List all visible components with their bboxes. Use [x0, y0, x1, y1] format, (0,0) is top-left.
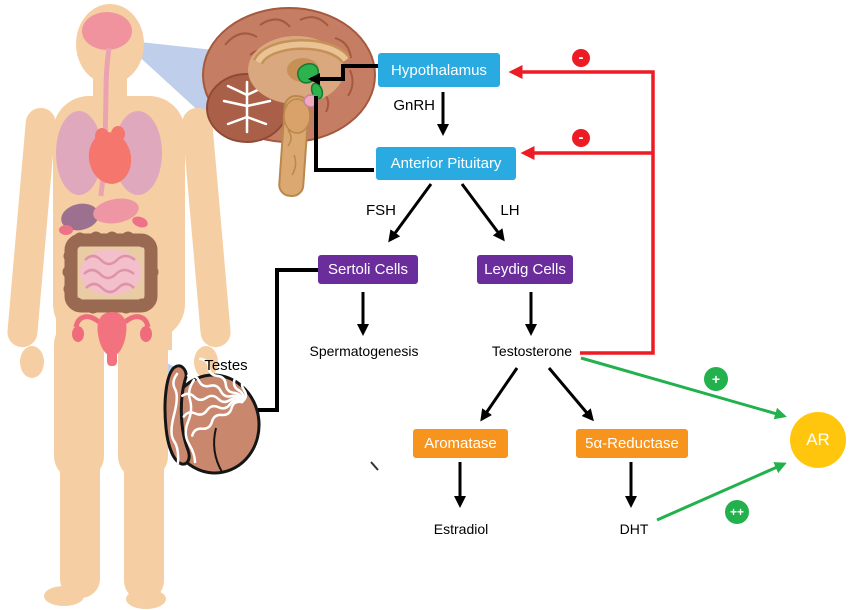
node-aromatase-label: Aromatase — [424, 435, 497, 452]
brain-illustration — [202, 7, 376, 197]
arrow-lh — [460, 183, 505, 242]
stimulation-arrows — [580, 356, 787, 522]
body-left-arm — [7, 107, 56, 348]
body-spleen — [132, 216, 148, 228]
label-testosterone: Testosterone — [491, 343, 573, 359]
connector-pituitary-to-box — [314, 96, 374, 172]
organ-left-tube — [73, 314, 101, 328]
arrow-testosterone-ar — [580, 356, 787, 420]
label-fsh: FSH — [366, 202, 396, 219]
brainstem-line — [291, 154, 297, 176]
brain-pons — [283, 98, 311, 134]
body-esophagus — [98, 47, 112, 197]
node-reductase: 5α-Reductase — [576, 429, 688, 458]
connector-sertoli-to-testis — [258, 268, 318, 412]
testis-lobe-crease — [213, 427, 223, 473]
testis-illustration — [163, 355, 379, 475]
body-stomach — [93, 198, 139, 224]
label-gnrh: GnRH — [393, 97, 435, 114]
body-left-thigh — [54, 320, 104, 480]
negative-sign-badge: - — [572, 129, 590, 147]
colon-haustra — [62, 231, 159, 314]
node-hypothalamus-label: Hypothalamus — [391, 61, 487, 79]
arrow-dht-ar — [656, 462, 787, 522]
seminiferous-tubules — [170, 355, 250, 465]
node-aromatase: Aromatase — [413, 429, 508, 458]
label-estradiol: Estradiol — [433, 521, 489, 537]
label-dht: DHT — [619, 521, 649, 537]
node-sertoli-cells: Sertoli Cells — [318, 255, 418, 284]
epididymis — [163, 364, 191, 466]
body-left-hand — [20, 346, 44, 378]
body-left-foot — [44, 586, 84, 606]
organ-right-tube — [123, 314, 151, 328]
body-left-calf — [60, 450, 100, 598]
node-anterior-pituitary-label: Anterior Pituitary — [390, 155, 502, 172]
node-anterior-pituitary: Anterior Pituitary — [376, 147, 516, 180]
arrow-testosterone-aromatase — [480, 367, 519, 422]
body-large-intestine — [62, 231, 159, 314]
zoom-cone-head-to-brain — [121, 40, 232, 116]
node-androgen-receptor: AR — [790, 412, 846, 468]
brain-corpus-callosum-core — [255, 41, 349, 64]
negative-feedback-arrows — [508, 65, 655, 355]
body-liver — [61, 203, 99, 231]
organ-canal — [107, 350, 117, 366]
label-spermatogenesis: Spermatogenesis — [309, 343, 419, 359]
organ-left-gonad — [72, 326, 84, 342]
brainstem-line — [287, 129, 292, 147]
body-left-lung — [56, 111, 102, 195]
node-ar-label: AR — [806, 430, 830, 449]
body-reproductive-organ — [72, 312, 152, 366]
label-testes: Testes — [204, 357, 248, 374]
flow-arrows — [357, 92, 637, 508]
body-right-thigh — [118, 320, 168, 480]
node-leydig-label: Leydig Cells — [484, 261, 566, 278]
body-heart — [88, 132, 132, 184]
arrow-testosterone-reductase — [547, 367, 594, 422]
double-positive-sign-badge: ++ — [725, 500, 749, 524]
body-gallbladder — [59, 225, 73, 235]
body-right-calf — [124, 450, 164, 600]
positive-sign-badge: + — [704, 367, 728, 391]
node-leydig-cells: Leydig Cells — [477, 255, 573, 284]
organ-body — [97, 312, 127, 356]
body-right-arm — [182, 107, 231, 348]
node-hypothalamus: Hypothalamus — [378, 53, 500, 87]
tick-mark — [370, 461, 379, 471]
body-right-foot — [126, 589, 166, 609]
negative-sign-badge: - — [572, 49, 590, 67]
connector-box-to-hypothalamus — [308, 64, 378, 85]
node-reductase-label: 5α-Reductase — [585, 435, 679, 452]
arrow-fsh — [388, 183, 433, 243]
label-lh: LH — [500, 202, 520, 219]
body-brain — [82, 12, 132, 50]
organ-right-gonad — [140, 326, 152, 342]
small-intestine-coils — [83, 254, 136, 294]
feedback-testosterone-hypothalamus — [508, 65, 655, 355]
node-sertoli-label: Sertoli Cells — [327, 261, 409, 278]
